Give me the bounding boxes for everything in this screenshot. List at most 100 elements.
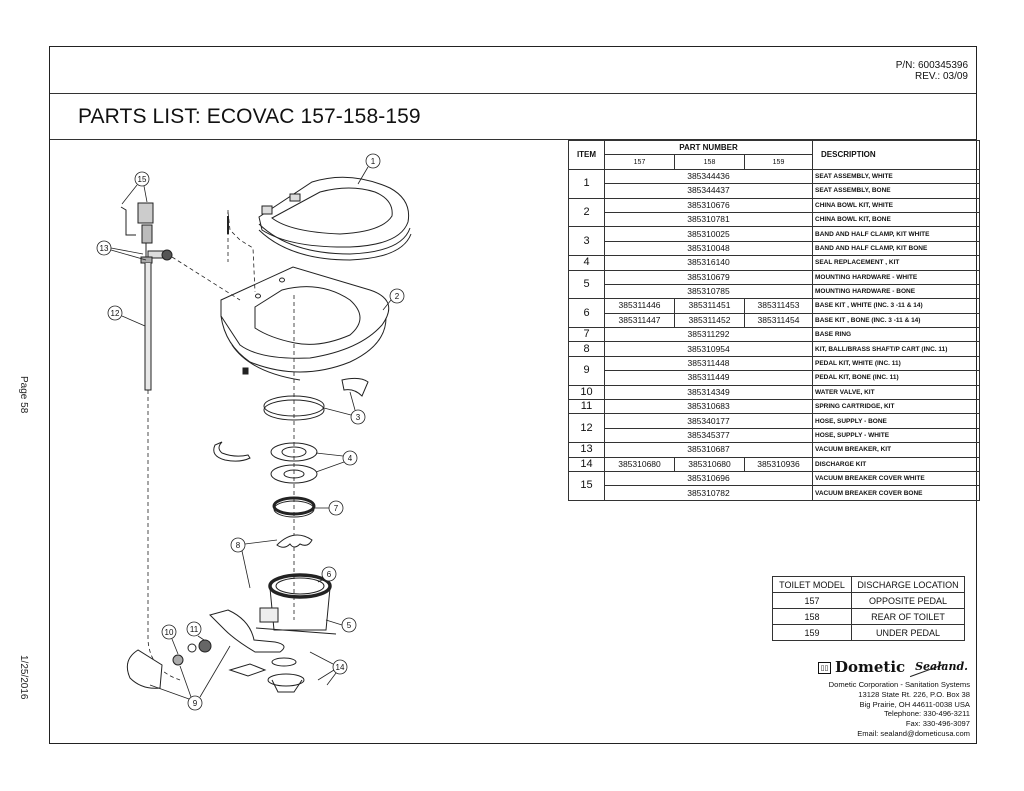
print-date-label: 1/25/2016 [18,655,29,700]
part-number-block: P/N: 600345396 REV.: 03/09 [896,60,968,82]
discharge-header-row: TOILET MODEL DISCHARGE LOCATION [772,576,965,593]
address-line: Big Prairie, OH 44611-0038 USA [859,699,970,709]
dometic-logo: ▯▯Dometic [818,658,905,676]
item-number: 11 [568,399,605,415]
nut-drawing [242,367,249,375]
callout-9: 9 [149,645,231,711]
discharge-row: 158 REAR OF TOILET [772,608,965,625]
item-number: 10 [568,384,605,401]
part-description: PEDAL KIT, BONE (INC. 11) [812,370,980,386]
part-description: CHINA BOWL KIT, WHITE [812,197,980,213]
item-number: 12 [568,413,605,444]
discharge-row: 159 UNDER PEDAL [772,624,965,641]
callout-3: 3 [323,391,366,425]
part-number-all-models: 385314349 [604,384,813,401]
header-toilet-model: TOILET MODEL [772,576,852,593]
part-description: VACUUM BREAKER COVER BONE [812,485,980,501]
item-number: 6 [568,298,605,329]
part-number: P/N: 600345396 [895,60,968,71]
shaft-cover-drawing [276,534,313,548]
part-description: SEAL REPLACEMENT , KIT [812,255,980,271]
item-number: 7 [568,327,605,343]
email: Email: sealand@dometicusa.com [857,728,970,738]
exploded-parts-diagram: 1 2 3 4 5 6 7 8 9 10 11 12 13 14 15 [96,153,412,711]
svg-text:9: 9 [193,699,198,708]
svg-text:6: 6 [327,570,332,579]
item-number: 9 [568,355,605,386]
item-number: 2 [568,197,605,228]
page-title: PARTS LIST: ECOVAC 157-158-159 [78,105,421,128]
callout-2: 2 [382,288,405,311]
part-number-model-158: 385311452 [674,312,745,329]
callout-6: 6 [317,566,337,583]
part-number-all-models: 385344437 [604,183,813,199]
item-number: 5 [568,269,605,300]
part-number-all-models: 385310696 [604,470,813,487]
telephone: Telephone: 330-496-3211 [884,709,970,719]
part-number-all-models: 385310676 [604,197,813,213]
part-description: MOUNTING HARDWARE - BONE [812,283,980,300]
toilet-model: 158 [772,608,852,625]
part-number-all-models: 385310687 [604,442,813,458]
svg-text:14: 14 [336,663,345,672]
part-number-model-157: 385310680 [604,456,675,472]
discharge-location: OPPOSITE PEDAL [851,592,965,609]
part-description: BAND AND HALF CLAMP, KIT BONE [812,240,980,257]
header-model-159: 159 [744,154,813,170]
company-address: Dometic Corporation - Sanitation Systems… [829,680,970,739]
header-divider [50,93,976,94]
discharge-row: 157 OPPOSITE PEDAL [772,592,965,609]
part-number-model-158: 385311451 [674,298,745,314]
discharge-location: UNDER PEDAL [851,624,965,641]
header-part-number: PART NUMBER [604,139,813,156]
callouts: 1 2 3 4 5 6 7 8 9 10 11 12 13 14 15 [96,153,405,711]
part-description: CHINA BOWL KIT, BONE [812,211,980,228]
header-model-158: 158 [674,154,745,170]
brand-logos: ▯▯Dometic Sealand. [818,658,970,678]
callout-8: 8 [230,537,278,589]
part-description: PEDAL KIT, WHITE (INC. 11) [812,355,980,372]
header-item: ITEM [568,140,605,170]
header-model-157: 157 [604,154,675,170]
svg-text:15: 15 [138,175,147,184]
dometic-brand: Dometic [835,658,906,676]
base-ring-drawing [272,496,316,518]
part-description: KIT, BALL/BRASS SHAFT/P CART (INC. 11) [812,341,980,357]
base-drawing [255,573,337,635]
svg-text:13: 13 [100,244,109,253]
svg-text:5: 5 [347,621,352,630]
address-line: 13128 State Rt. 226, P.O. Box 38 [858,689,970,699]
part-number-model-157: 385311447 [604,312,675,329]
address-line: Dometic Corporation - Sanitation Systems [828,680,970,689]
toilet-model: 157 [772,592,852,609]
discharge-drawing [267,657,305,693]
part-number-all-models: 385311448 [604,355,813,372]
part-number-all-models: 385310781 [604,211,813,228]
part-description: WATER VALVE, KIT [812,384,980,401]
part-description: DISCHARGE KIT [812,456,980,472]
part-number-all-models: 385310048 [604,240,813,257]
part-number-all-models: 385310782 [604,485,813,501]
part-number-all-models: 385340177 [604,413,813,429]
part-number-all-models: 385310679 [604,269,813,285]
discharge-location: REAR OF TOILET [851,608,965,625]
part-number-model-158: 385310680 [674,456,745,472]
callout-12: 12 [107,305,146,327]
svg-text:12: 12 [111,309,120,318]
part-number-all-models: 385345377 [604,427,813,444]
part-description: HOSE, SUPPLY - WHITE [812,427,980,444]
callout-10: 10 [161,624,179,655]
part-description: SEAT ASSEMBLY, WHITE [812,168,980,185]
part-description: SEAT ASSEMBLY, BONE [812,183,980,199]
